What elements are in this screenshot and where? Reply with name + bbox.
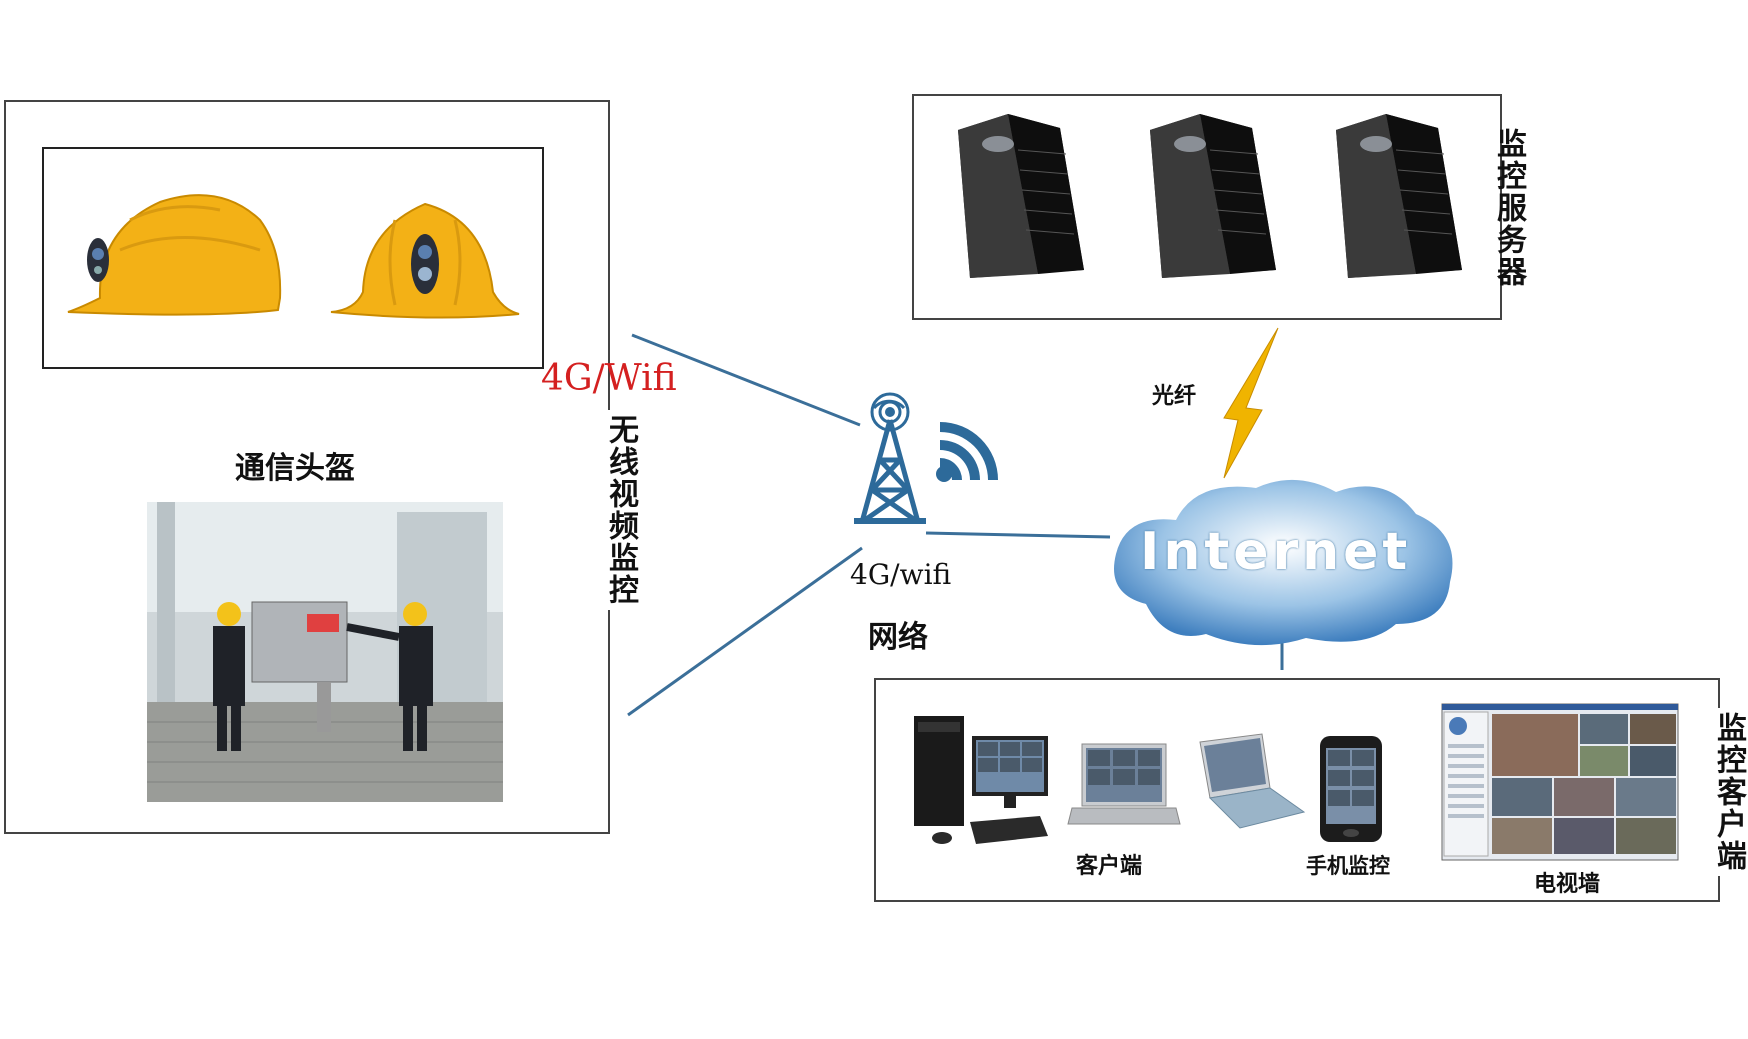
internet-label: Internet bbox=[1140, 522, 1412, 582]
tv-wall-screen bbox=[1441, 703, 1679, 861]
desktop-computer-icon bbox=[914, 716, 1048, 844]
server-vertical-label: 监控服务器 bbox=[1491, 128, 1526, 288]
helmet-photo-frame bbox=[42, 147, 544, 369]
channel-label: 4G/Wifi bbox=[541, 358, 677, 399]
laptop-icon-2 bbox=[1199, 733, 1306, 829]
network-label-line2: 网络 bbox=[868, 620, 928, 655]
fiber-lightning-icon bbox=[1223, 327, 1279, 479]
server-icon-2 bbox=[1150, 114, 1276, 278]
mobile-monitor-label: 手机监控 bbox=[1306, 853, 1390, 878]
server-icon-1 bbox=[958, 114, 1084, 278]
cell-tower-icon bbox=[854, 392, 998, 525]
laptop-icon-1 bbox=[1067, 743, 1181, 825]
client-label: 客户端 bbox=[1076, 853, 1143, 879]
network-label-line1: 4G/wifi bbox=[850, 558, 952, 591]
helmet-label: 通信头盔 bbox=[235, 451, 355, 486]
client-vertical-label: 监控客户端 bbox=[1706, 708, 1748, 876]
wireless-monitor-label: 无线视频监控 bbox=[596, 410, 644, 610]
workers-photo bbox=[147, 502, 503, 802]
fiber-label: 光纤 bbox=[1152, 383, 1197, 409]
server-panel bbox=[912, 94, 1502, 320]
internet-cloud-icon bbox=[1114, 479, 1453, 646]
helmet-front-image bbox=[330, 202, 520, 319]
server-icon-3 bbox=[1336, 114, 1462, 278]
smartphone-icon bbox=[1320, 736, 1382, 842]
helmet-side-image bbox=[67, 194, 282, 316]
tv-wall-label: 电视墙 bbox=[1534, 871, 1601, 897]
